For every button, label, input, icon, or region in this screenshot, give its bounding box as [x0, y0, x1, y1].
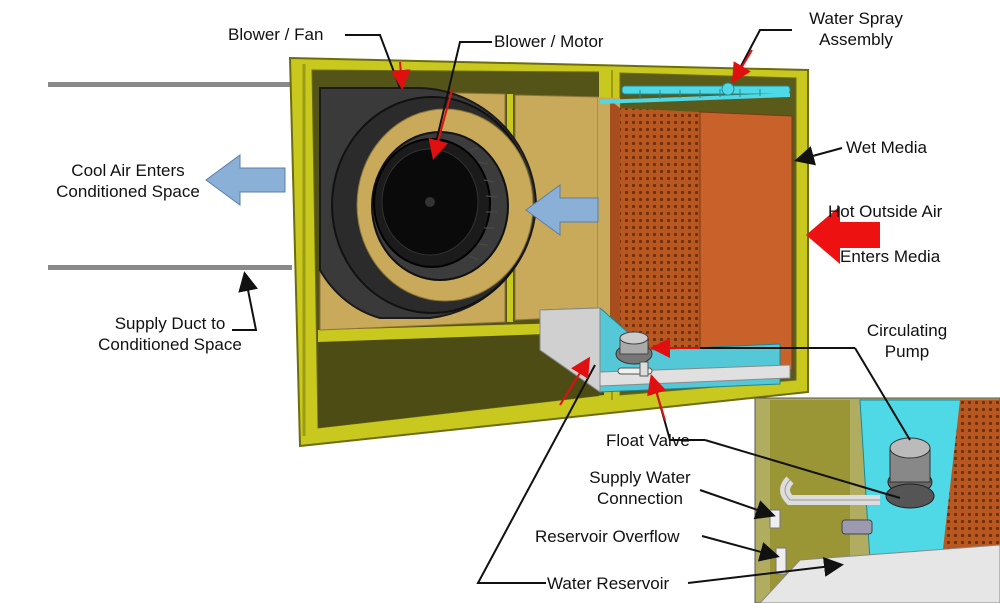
- label-supply-duct: Supply Duct to Conditioned Space: [80, 313, 260, 355]
- label-cool-air-line1: Cool Air Enters: [71, 161, 185, 180]
- supply-duct: [48, 82, 292, 270]
- label-hot-air-line2: Enters Media: [840, 247, 941, 266]
- label-water-reservoir: Water Reservoir: [547, 574, 670, 593]
- wet-media: [610, 100, 793, 384]
- label-float-valve: Float Valve: [606, 431, 690, 450]
- label-hot-air-line1: Hot Outside Air: [828, 202, 943, 221]
- float-valve: [617, 361, 653, 377]
- label-supply-duct-line2: Conditioned Space: [98, 335, 242, 354]
- detail-inset: [754, 397, 1000, 603]
- label-reservoir-overflow: Reservoir Overflow: [535, 527, 680, 546]
- label-circulating-pump: Circulating Pump: [852, 320, 962, 362]
- label-supply-duct-line1: Supply Duct to: [114, 314, 226, 333]
- label-cool-air: Cool Air Enters Conditioned Space: [38, 160, 218, 202]
- label-circulating-pump-line1: Circulating: [866, 321, 948, 340]
- hot-air-arrow: [806, 206, 880, 264]
- label-wet-media: Wet Media: [846, 138, 927, 157]
- label-water-spray-assembly: Water Spray Assembly: [796, 8, 916, 50]
- label-water-spray-line1: Water Spray: [809, 9, 903, 28]
- label-cool-air-line2: Conditioned Space: [56, 182, 200, 201]
- circulating-pump: [615, 331, 653, 365]
- label-blower-motor: Blower / Motor: [494, 32, 604, 51]
- label-supply-water-line1: Supply Water: [589, 468, 691, 487]
- label-circulating-pump-line2: Pump: [884, 342, 930, 361]
- label-blower-fan: Blower / Fan: [228, 25, 324, 44]
- label-water-spray-line2: Assembly: [819, 30, 893, 49]
- callout-lines: [232, 29, 911, 584]
- blower-motor: [373, 138, 498, 268]
- label-supply-water-connection: Supply Water Connection: [580, 467, 700, 509]
- water-spray-assembly: [599, 82, 791, 104]
- cool-air-arrows: [205, 154, 599, 236]
- label-supply-water-line2: Connection: [596, 489, 683, 508]
